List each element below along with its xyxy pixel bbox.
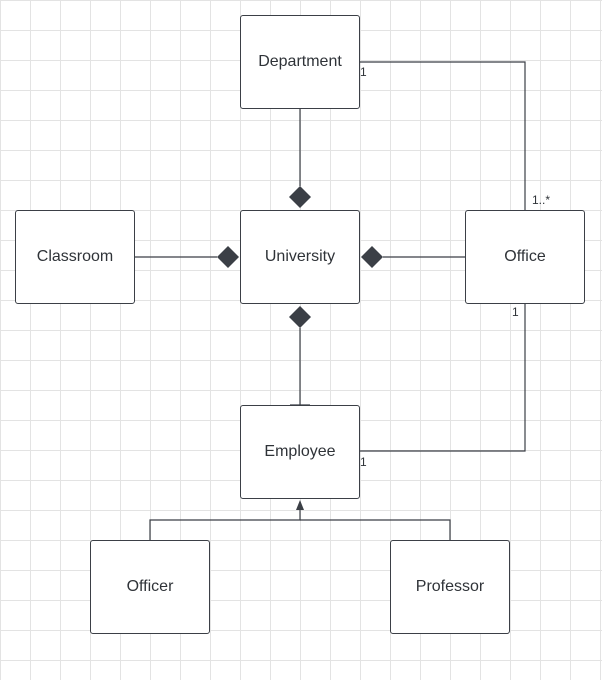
multiplicity-office-employee: 1	[512, 305, 519, 319]
composition-diamond-left	[217, 246, 239, 268]
generalization-line-professor[interactable]	[300, 519, 451, 540]
class-name: Department	[258, 53, 342, 70]
class-professor[interactable]: Professor	[390, 540, 510, 634]
composition-diamond-right	[361, 246, 383, 268]
class-name: Office	[504, 248, 546, 265]
multiplicity-department-office: 1	[360, 65, 367, 79]
multiplicity-employee-office: 1	[360, 455, 367, 469]
multiplicity-office-department: 1..*	[532, 193, 551, 207]
class-department[interactable]: Department	[240, 15, 360, 109]
generalization-line-officer[interactable]	[149, 510, 301, 540]
composition-diamond-bottom	[289, 306, 311, 328]
association-line-department-office[interactable]	[360, 61, 526, 210]
class-name: Employee	[264, 443, 336, 460]
composition-diamond-top	[289, 186, 311, 208]
association-line-office-employee[interactable]	[360, 304, 526, 452]
class-name: University	[264, 248, 336, 265]
class-name: Officer	[126, 578, 174, 595]
class-office[interactable]: Office	[465, 210, 585, 304]
class-name: Classroom	[36, 248, 114, 265]
generalization-arrowhead	[296, 500, 304, 510]
class-employee[interactable]: Employee	[240, 405, 360, 499]
class-university[interactable]: University	[240, 210, 360, 304]
class-name: Professor	[415, 578, 485, 595]
class-classroom[interactable]: Classroom	[15, 210, 135, 304]
class-officer[interactable]: Officer	[90, 540, 210, 634]
